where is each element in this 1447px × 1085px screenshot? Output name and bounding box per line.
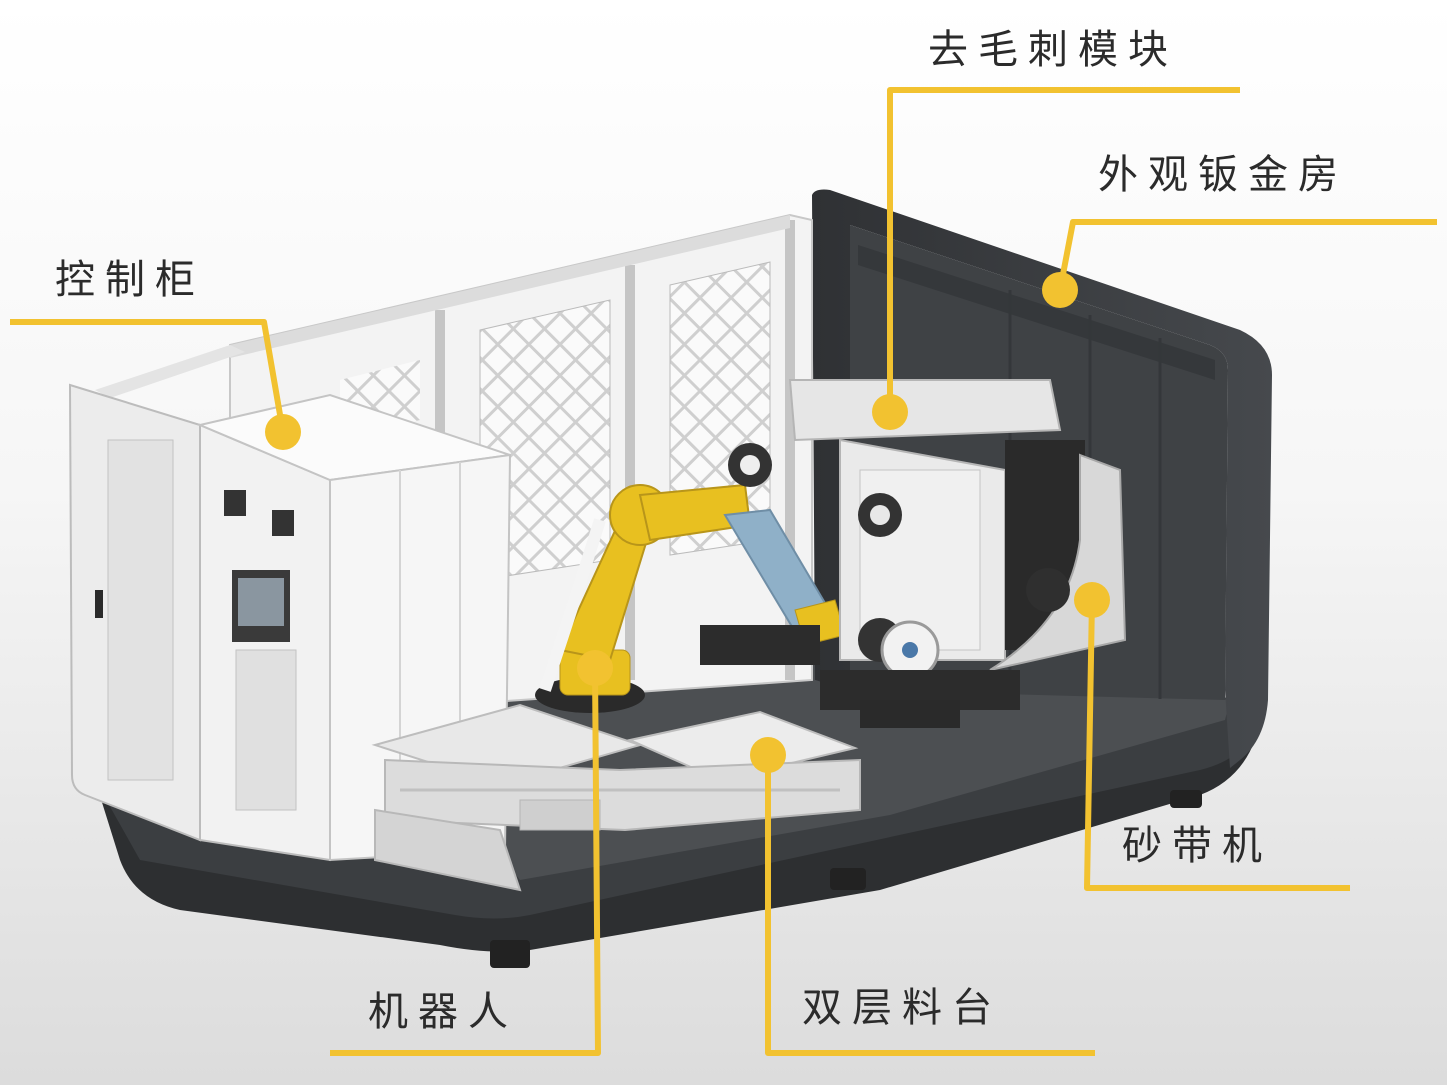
anchor-dot-control-cabinet (265, 414, 301, 450)
anchor-dot-deburr-module (872, 394, 908, 430)
label-deburr-module: 去毛刺模块 (928, 27, 1178, 73)
anchor-dots (265, 272, 1110, 773)
anchor-dot-robot (577, 650, 613, 686)
label-control-cabinet: 控制柜 (55, 257, 205, 303)
anchor-dot-double-layer-table (750, 737, 786, 773)
anchor-dot-belt-sander (1074, 582, 1110, 618)
leader-line-double-layer-table (765, 755, 1095, 1056)
label-double-layer-table: 双层料台 (802, 985, 1002, 1031)
robot-arm (535, 443, 846, 713)
leader-line-control-cabinet (10, 319, 286, 433)
double-layer-table (371, 703, 861, 892)
leader-line-belt-sander (1084, 599, 1350, 891)
leader-line-sheet-metal-room (1057, 219, 1437, 291)
leader-line-robot (330, 667, 601, 1056)
label-robot: 机器人 (368, 989, 518, 1035)
label-belt-sander: 砂带机 (1122, 823, 1272, 869)
anchor-dot-sheet-metal-room (1042, 272, 1078, 308)
leader-lines (10, 87, 1437, 1056)
deburr-module (788, 379, 1085, 680)
leader-line-deburr-module (887, 87, 1240, 412)
label-sheet-metal-room: 外观钣金房 (1098, 152, 1348, 198)
